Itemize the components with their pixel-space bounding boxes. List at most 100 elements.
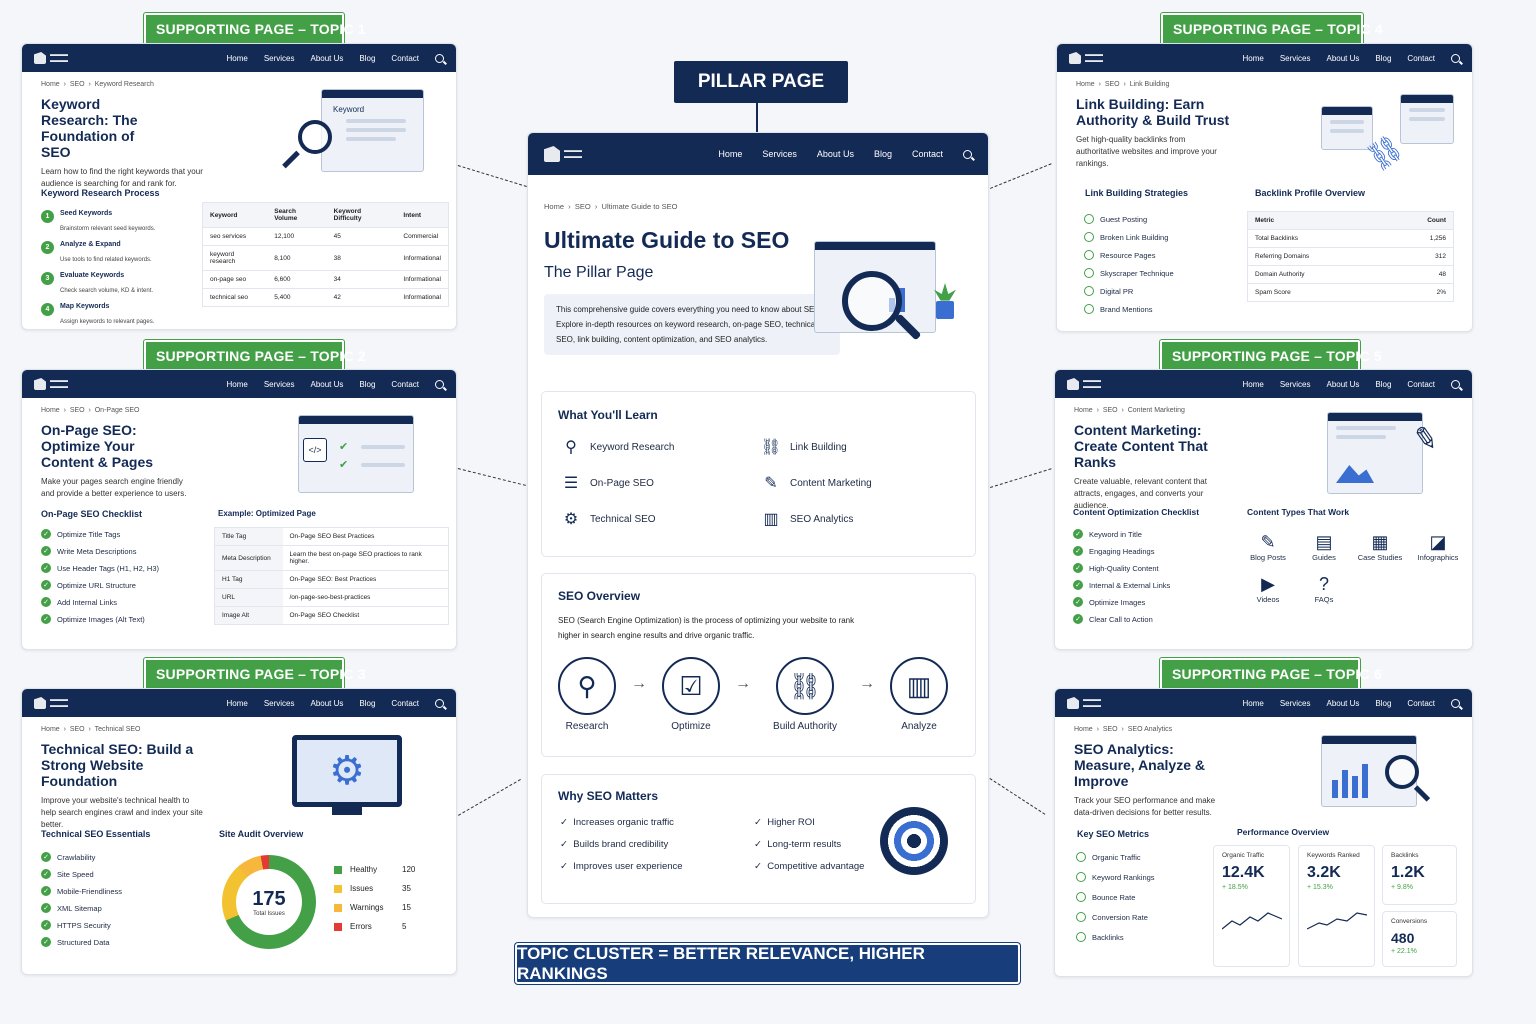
learn-content-marketing[interactable]: ✎ Content Marketing [762,474,962,492]
metric-item: Keyword Rankings [1076,872,1155,882]
nav-blog[interactable]: Blog [1375,53,1392,63]
learn-keyword-research[interactable]: ⚲Keyword Research [562,438,762,456]
learn-technical-seo[interactable]: ⚙Technical SEO [562,510,762,528]
nav-about[interactable]: About Us [1326,53,1360,63]
learn-seo-analytics[interactable]: ▥SEO Analytics [762,510,962,528]
nav-home[interactable]: Home [226,698,248,708]
nav-about[interactable]: About Us [310,698,344,708]
nav-blog[interactable]: Blog [359,53,376,63]
learn-link-building[interactable]: ⛓Link Building [761,438,962,456]
total-issues-value: 175 [252,887,286,910]
check-item: ✓Optimize Title Tags [41,529,159,539]
learn-label: Content Marketing [790,477,872,489]
nav-home[interactable]: Home [1242,379,1264,389]
nav-contact[interactable]: Contact [911,149,943,159]
nav-home[interactable]: Home [226,53,248,63]
search-icon[interactable] [1451,698,1460,708]
nav-blog[interactable]: Blog [359,379,376,389]
nav-blog[interactable]: Blog [873,149,892,159]
magnifier-icon [842,271,902,331]
pillar-page-label: PILLAR PAGE [674,61,848,103]
topic3-tag: SUPPORTING PAGE – TOPIC 3 [144,658,366,690]
search-icon[interactable] [435,698,444,708]
nav-home[interactable]: Home [718,149,743,159]
metric-item: Conversion Rate [1076,912,1155,922]
search-icon[interactable] [1451,53,1460,63]
linkbuild-illustration [1321,106,1373,150]
nav-contact[interactable]: Contact [391,53,419,63]
flow-research: ⚲Research [557,657,617,732]
check-icon: ✔ [339,459,349,471]
check-item: ✓Internal & External Links [1073,580,1170,590]
nav-contact[interactable]: Contact [1407,379,1435,389]
essentials-title: Technical SEO Essentials [41,829,151,839]
target-icon [880,807,948,875]
nav-services[interactable]: Services [1279,698,1311,708]
nav-services[interactable]: Services [762,149,797,159]
essentials-list: ✓Crawlability ✓Site Speed ✓Mobile-Friend… [41,852,122,954]
nav-services[interactable]: Services [263,53,295,63]
nav-home[interactable]: Home [1242,53,1264,63]
keyword-illustration: Keyword [321,89,424,172]
nav-blog[interactable]: Blog [1375,379,1392,389]
type-videos[interactable]: ▶Videos [1239,574,1297,604]
edit-icon: ✎ [764,475,778,492]
profile-title: Backlink Profile Overview [1255,188,1366,198]
flow-build-authority: ⛓Build Authority [765,657,845,732]
learn-label: Keyword Research [590,441,675,453]
type-case-studies[interactable]: ▦Case Studies [1351,532,1409,562]
nav-blog[interactable]: Blog [1375,698,1392,708]
magnifier-icon [1385,755,1419,789]
breadcrumb: Home › SEO › Technical SEO [41,726,141,733]
learn-on-page-seo[interactable]: ☰On-Page SEO [562,474,762,492]
nav-about[interactable]: About Us [1326,698,1360,708]
arrow-icon: → [631,675,647,692]
nav-contact[interactable]: Contact [391,379,419,389]
nav-contact[interactable]: Contact [1407,53,1435,63]
nav-contact[interactable]: Contact [391,698,419,708]
donut-center: 175 Total Issues [236,869,302,935]
search-icon[interactable] [435,53,444,63]
nav-about[interactable]: About Us [1326,379,1360,389]
site-logo: ▬▬▬▬▬▬ [1067,378,1101,390]
nav-services[interactable]: Services [263,379,295,389]
type-guides[interactable]: ▤Guides [1297,532,1351,562]
nav-about[interactable]: About Us [310,379,344,389]
type-faqs[interactable]: ?FAQs [1297,574,1351,604]
nav-contact[interactable]: Contact [1407,698,1435,708]
crumb-home[interactable]: Home [544,202,565,211]
overview-section: SEO Overview SEO (Search Engine Optimiza… [541,573,976,757]
nav-about[interactable]: About Us [816,149,854,159]
nav-services[interactable]: Services [263,698,295,708]
image-icon [1336,465,1374,483]
nav-blog[interactable]: Blog [359,698,376,708]
nav-home[interactable]: Home [1242,698,1264,708]
search-icon[interactable] [1451,379,1460,389]
check-item: ✓Add Internal Links [41,597,159,607]
search-icon[interactable] [435,379,444,389]
type-infographics[interactable]: ◪Infographics [1409,532,1467,562]
nav-home[interactable]: Home [226,379,248,389]
type-blog-posts[interactable]: ✎Blog Posts [1239,532,1297,562]
audit-title: Site Audit Overview [219,829,304,839]
nav-services[interactable]: Services [1279,53,1311,63]
check-item: ✓Site Speed [41,869,122,879]
site-logo: ▬▬▬▬▬▬ [1067,697,1101,709]
strategy-item: Resource Pages [1084,250,1174,260]
search-icon[interactable] [963,149,972,159]
crumb-seo[interactable]: SEO [574,202,591,211]
check-item: ✓XML Sitemap [41,903,122,913]
nav-services[interactable]: Services [1279,379,1311,389]
chain-link-icon: ⛓ [776,657,834,715]
check-item: ✓Mobile-Friendliness [41,886,122,896]
book-icon: ▤ [1315,532,1333,552]
nav-about[interactable]: About Us [310,53,344,63]
